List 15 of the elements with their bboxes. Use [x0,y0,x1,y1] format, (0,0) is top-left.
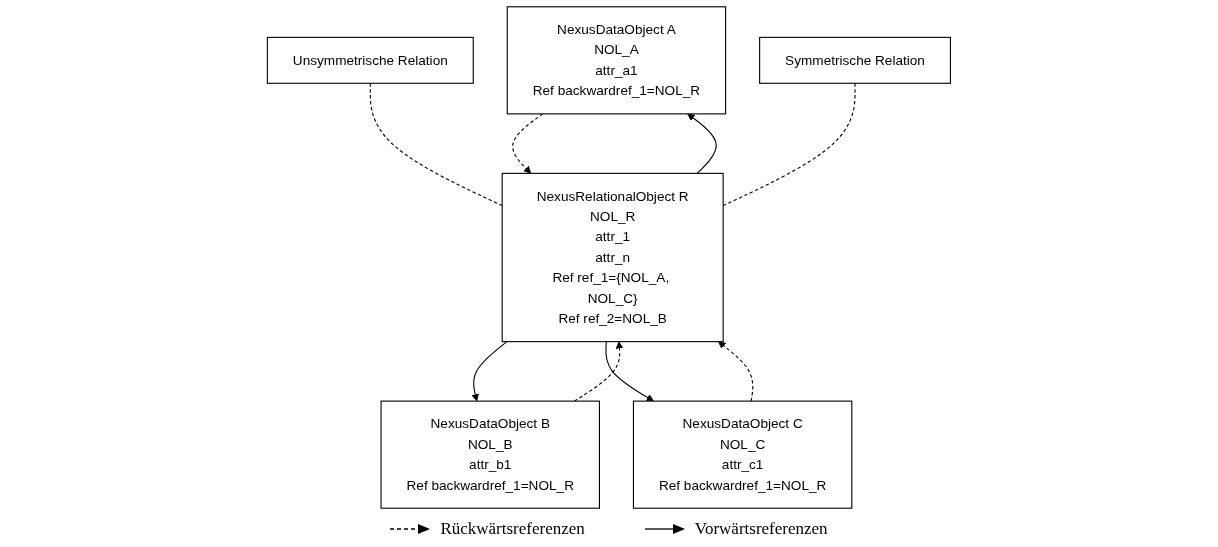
arrow [471,341,508,402]
legend-text: Vorwärtsreferenzen [694,519,828,539]
connector [369,82,503,207]
arrow [718,341,754,402]
node-box: NexusDataObject B NOL_B attr_b1 Ref backwardref_1=NOL_R [380,400,601,509]
arrow [573,341,624,402]
arrow [687,113,717,174]
node-box: NexusDataObject A NOL_A attr_a1 Ref backwardref_1=NOL_R [506,6,727,115]
node-box: Symmetrische Relation [759,36,952,84]
arrow [512,113,544,174]
node-box: NexusDataObject C NOL_C attr_c1 Ref backwardref_1=NOL_R [633,400,853,509]
legend-text: Rückwärtsreferenzen [440,519,585,539]
arrow [605,341,655,402]
node-box: Unsymmetrische Relation [266,36,474,84]
node-box: NexusRelationalObject R NOL_R attr_1 attr_n Ref ref_1={NOL_A, NOL_C} Ref ref_2=NOL_B [501,172,724,343]
